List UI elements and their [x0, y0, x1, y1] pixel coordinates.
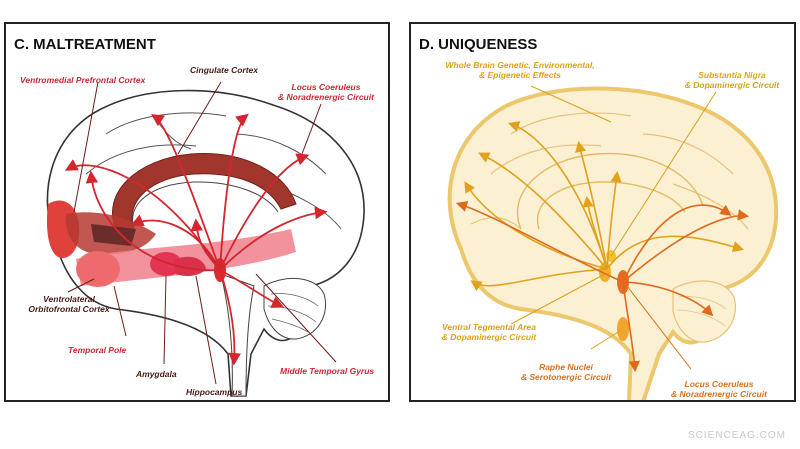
label-locus-coeruleus-c-line2: & Noradrenergic Circuit	[278, 92, 374, 102]
label-substantia-line1: Substantia Nigra	[698, 70, 766, 80]
label-locus-coeruleus-c-line1: Locus Coeruleus	[291, 82, 361, 92]
temporal-pole-region	[76, 251, 120, 287]
cingulate-cortex-region	[112, 153, 297, 230]
label-locus-d-line1: Locus Coeruleus	[684, 379, 754, 389]
amygdala-region	[150, 252, 182, 276]
brain-diagram-maltreatment	[46, 81, 365, 397]
panel-uniqueness: D. UNIQUENESS Whole Brain Genetic, Envir…	[409, 22, 796, 402]
brain-outline-d	[447, 86, 779, 400]
hippocampus-region	[174, 256, 206, 276]
panel-maltreatment: C. MALTREATMENT Ventromedial Prefrontal …	[4, 22, 390, 402]
label-ventromedial-prefrontal-cortex: Ventromedial Prefrontal Cortex	[20, 75, 146, 85]
label-raphe-line1: Raphe Nuclei	[539, 362, 593, 372]
label-whole-brain-effects: Whole Brain Genetic, Environmental, & Ep…	[415, 60, 625, 80]
label-temporal-pole: Temporal Pole	[68, 345, 127, 355]
label-locus-d-line2: & Noradrenergic Circuit	[671, 389, 767, 399]
label-substantia-line2: & Dopaminergic Circuit	[684, 80, 780, 90]
label-substantia-nigra: Substantia Nigra & Dopaminergic Circuit	[673, 70, 791, 90]
label-raphe-nuclei: Raphe Nuclei & Serotonergic Circuit	[511, 362, 621, 382]
watermark: SCIENCEAG.COM	[687, 430, 786, 441]
label-vta-line1: Ventral Tegmental Area	[441, 322, 536, 332]
label-raphe-line2: & Serotonergic Circuit	[520, 372, 612, 382]
label-hippocampus: Hippocampus	[186, 387, 243, 397]
label-amygdala: Amygdala	[136, 369, 177, 379]
label-vlofc-line1: Ventrolateral	[43, 294, 95, 304]
panel-c-title: C. MALTREATMENT	[14, 36, 156, 53]
label-cingulate-cortex: Cingulate Cortex	[190, 65, 259, 75]
label-ventrolateral-ofc: Ventrolateral Orbitofrontal Cortex	[14, 294, 124, 314]
label-locus-coeruleus-d: Locus Coeruleus & Noradrenergic Circuit	[659, 379, 779, 399]
label-whole-brain-line1: Whole Brain Genetic, Environmental,	[445, 60, 595, 70]
label-vta-line2: & Dopaminergic Circuit	[441, 332, 537, 342]
label-vlofc-line2: Orbitofrontal Cortex	[28, 304, 110, 314]
label-locus-coeruleus-c: Locus Coeruleus & Noradrenergic Circuit	[271, 82, 381, 102]
panel-d-title: D. UNIQUENESS	[419, 36, 538, 53]
label-middle-temporal-gyrus: Middle Temporal Gyrus	[280, 366, 375, 376]
label-whole-brain-line2: & Epigenetic Effects	[478, 70, 562, 80]
label-ventral-tegmental-area: Ventral Tegmental Area & Dopaminergic Ci…	[419, 322, 559, 342]
brain-diagram-uniqueness	[447, 85, 779, 400]
